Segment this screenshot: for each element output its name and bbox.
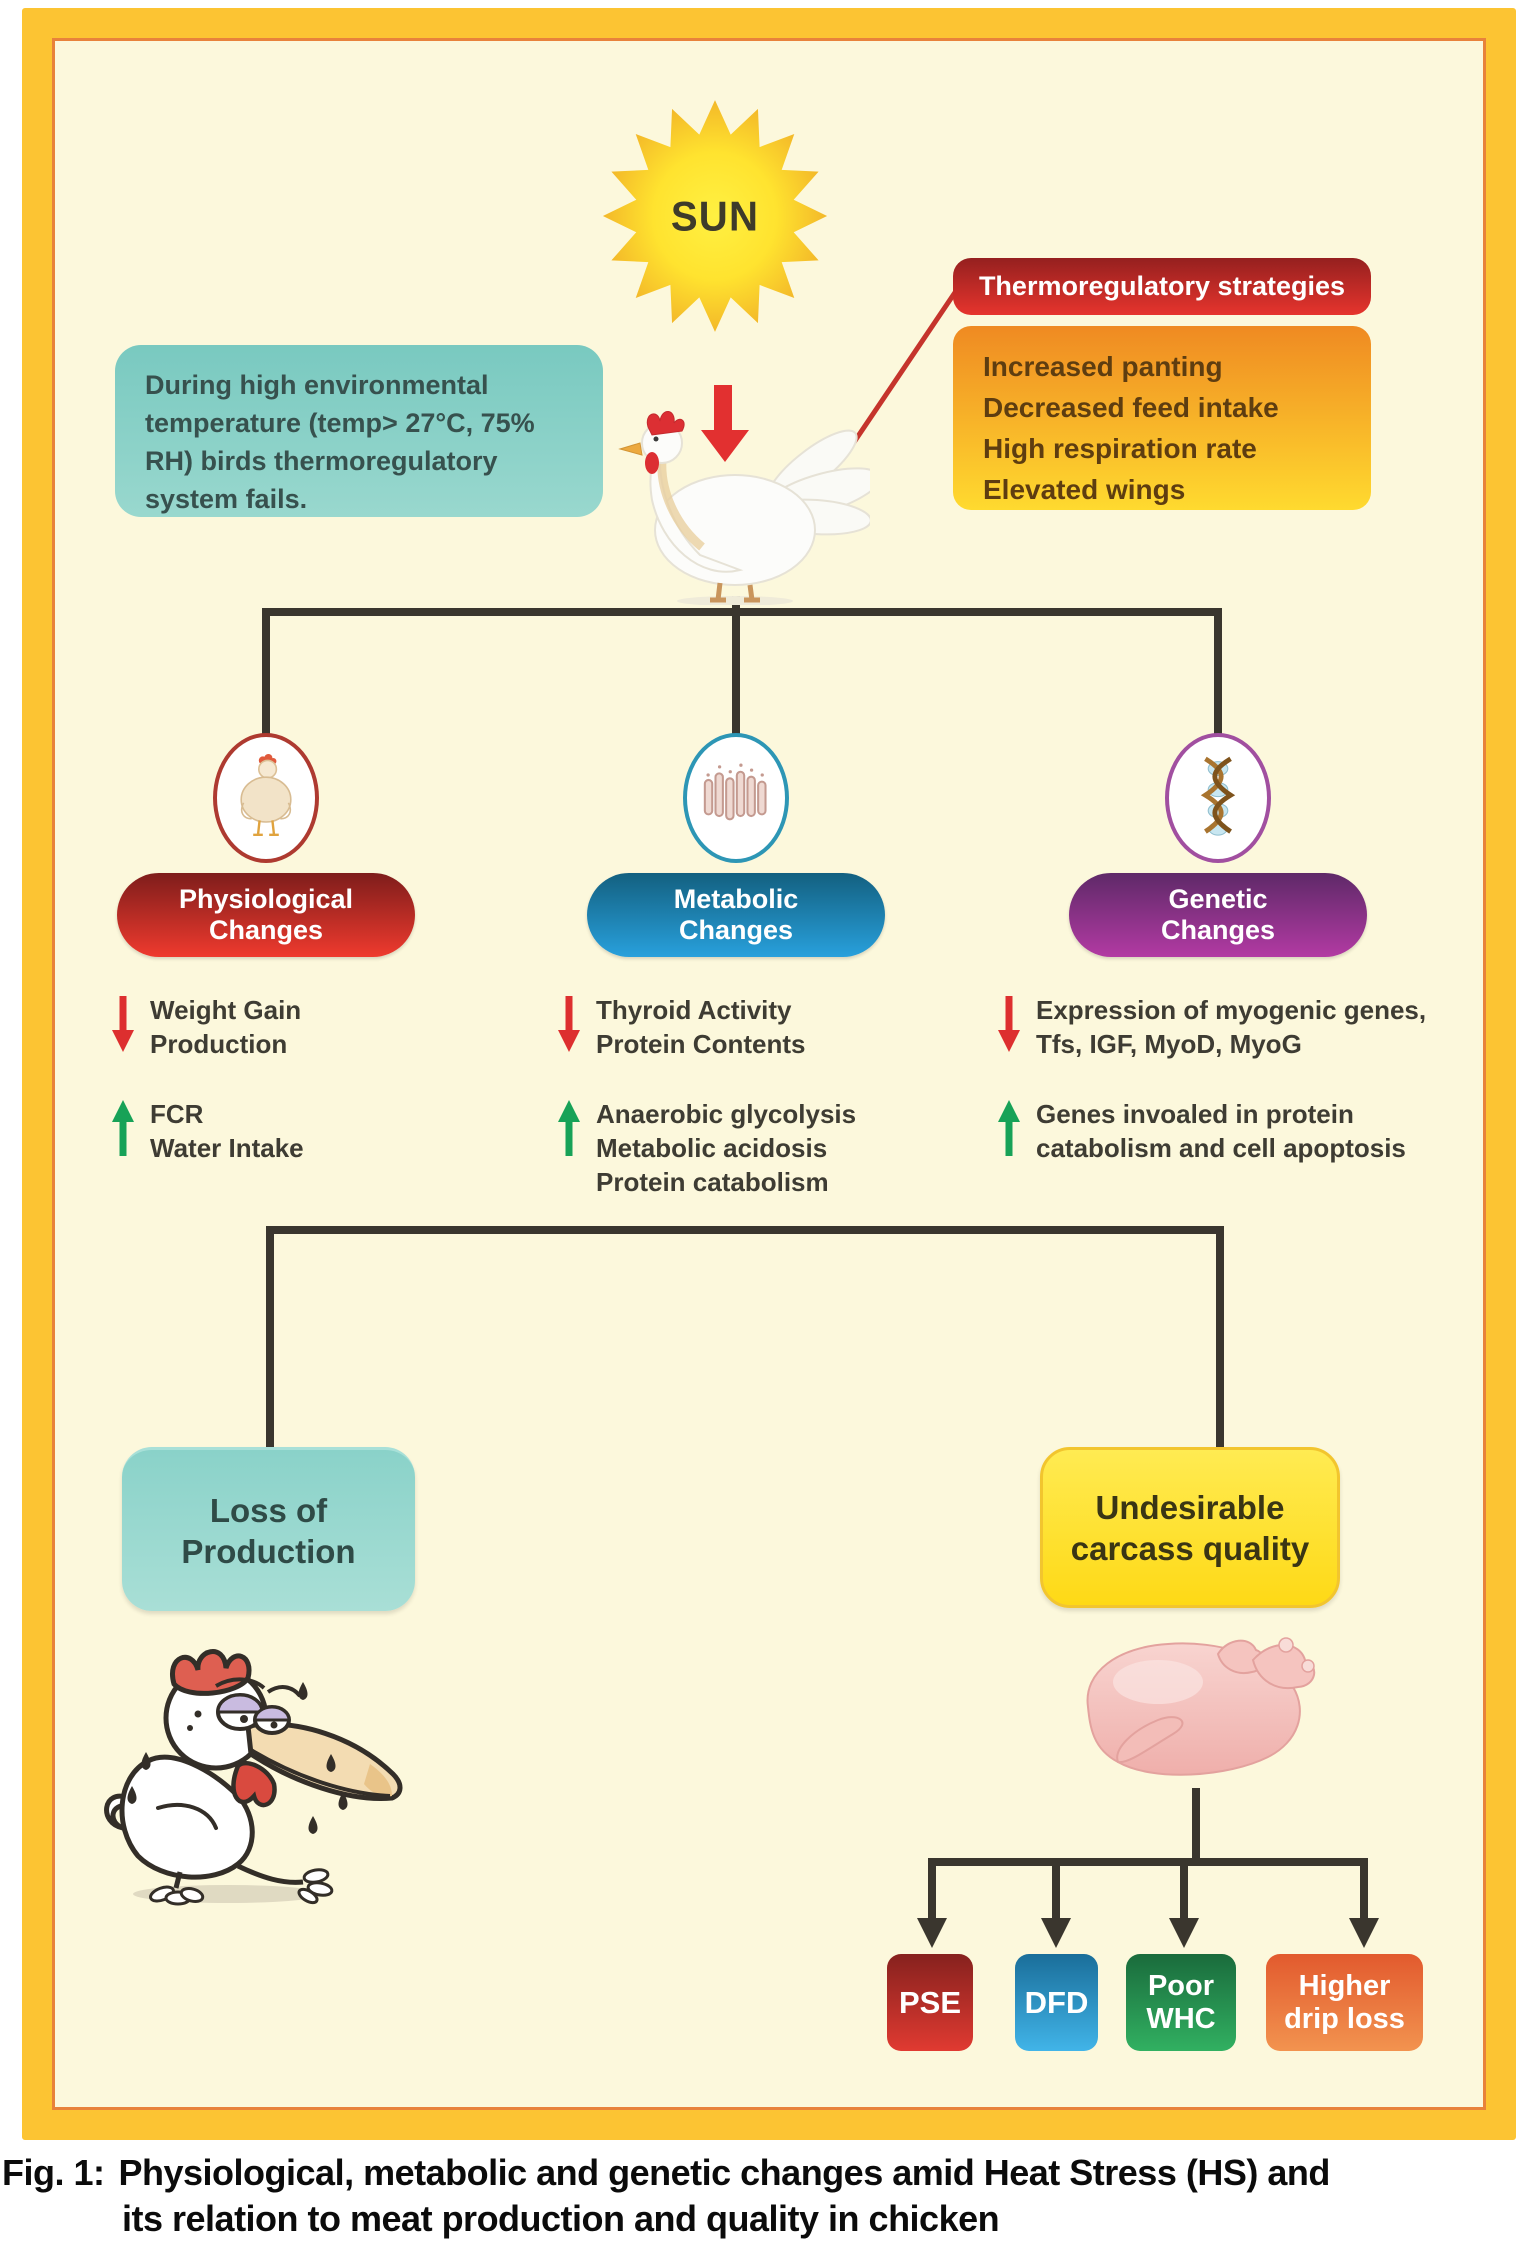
list-line: Expression of myogenic genes, [1036,995,1427,1025]
quality-label-line: drip loss [1284,2002,1405,2035]
chicken-icon [240,754,292,836]
hen-photo [618,411,870,605]
quality-label-line: WHC [1146,2002,1216,2035]
increased-items: Genes invoaled in protein catabolism and… [1036,1097,1406,1165]
list-line: Protein catabolism [596,1167,829,1197]
intro-line: system fails. [145,484,308,514]
figure-caption-prefix: Fig. 1: [2,2152,105,2193]
increased-items: FCR Water Intake [150,1097,304,1165]
genetic-list: Expression of myogenic genes, Tfs, IGF, … [998,993,1426,1201]
pill-title-line: Changes [1160,915,1276,945]
poor-whc-box: Poor WHC [1126,1954,1236,2051]
decreased-row: Thyroid Activity Protein Contents [558,993,856,1061]
decreased-items: Weight Gain Production [150,993,301,1061]
increase-arrow-icon [558,1100,580,1156]
intro-box: During high environmental temperature (t… [115,345,603,517]
genetic-changes-pill: Genetic Changes [1069,873,1367,957]
list-line: Water Intake [150,1133,304,1163]
pse-box: PSE [887,1954,973,2051]
pill-title-line: Changes [678,915,794,945]
genetic-ellipse [1165,733,1271,863]
quality-label-line: Poor [1147,1969,1215,2002]
list-line: FCR [150,1099,204,1129]
metabolic-ellipse [683,733,789,863]
list-line: Protein Contents [596,1029,806,1059]
increase-arrow-icon [998,1100,1020,1156]
pill-title-line: Physiological [178,884,354,914]
decreased-row: Expression of myogenic genes, Tfs, IGF, … [998,993,1426,1061]
thermo-item: Elevated wings [983,474,1186,505]
list-line: Anaerobic glycolysis [596,1099,857,1129]
intro-line: RH) birds thermoregulatory [145,446,498,476]
dna-icon [1200,756,1236,836]
quality-label: DFD [1024,1984,1089,2020]
decrease-arrow-icon [558,996,580,1052]
list-line: Tfs, IGF, MyoD, MyoG [1036,1029,1302,1059]
thermo-strategies-header: Thermoregulatory strategies [953,258,1371,315]
sun-icon: SUN [602,100,828,332]
thermo-item: Increased panting [983,351,1223,382]
increase-arrow-icon [112,1100,134,1156]
decreased-items: Thyroid Activity Protein Contents [596,993,805,1061]
loss-of-production-box: Loss of Production [122,1447,415,1611]
figure-caption-text: its relation to meat production and qual… [122,2198,1000,2239]
list-line: Genes invoaled in protein [1036,1099,1354,1129]
sun-label: SUN [671,193,759,240]
physiological-list: Weight Gain Production FCR Water Intake [112,993,304,1201]
increased-items: Anaerobic glycolysis Metabolic acidosis … [596,1097,856,1199]
intestine-icon [703,763,767,821]
outcome-line: Production [181,1532,356,1570]
decrease-arrow-icon [998,996,1020,1052]
quality-label-line: Higher [1298,1969,1391,2002]
higher-drip-loss-box: Higher drip loss [1266,1954,1423,2051]
decrease-arrow-icon [112,996,134,1052]
increased-row: Anaerobic glycolysis Metabolic acidosis … [558,1097,856,1199]
metabolic-changes-pill: Metabolic Changes [587,873,885,957]
pill-title-line: Metabolic [673,884,799,914]
list-line: catabolism and cell apoptosis [1036,1133,1406,1163]
outcome-line: Undesirable [1095,1488,1285,1526]
physiological-ellipse [213,733,319,863]
decreased-items: Expression of myogenic genes, Tfs, IGF, … [1036,993,1426,1061]
quality-label: PSE [898,1984,962,2020]
pill-title-line: Genetic [1168,884,1268,914]
outcome-line: Loss of [209,1491,328,1529]
outcome-line: carcass quality [1070,1529,1310,1567]
list-line: Weight Gain [150,995,302,1025]
list-line: Thyroid Activity [596,995,792,1025]
dfd-box: DFD [1015,1954,1098,2051]
carcass-image [1086,1637,1316,1776]
thermo-item: High respiration rate [983,433,1257,464]
figure-caption-text: Physiological, metabolic and genetic cha… [118,2152,1331,2193]
figure-caption-line2: its relation to meat production and qual… [122,2198,1000,2240]
pill-title-line: Changes [208,915,324,945]
list-line: Metabolic acidosis [596,1133,828,1163]
increased-row: Genes invoaled in protein catabolism and… [998,1097,1426,1165]
list-line: Production [150,1029,288,1059]
decreased-row: Weight Gain Production [112,993,304,1061]
physiological-changes-pill: Physiological Changes [117,873,415,957]
exhausted-chicken-cartoon [104,1649,403,1906]
intro-line: temperature (temp> 27°C, 75% [145,408,535,438]
undesirable-carcass-box: Undesirable carcass quality [1040,1447,1340,1608]
thermo-strategies-box: Increased panting Decreased feed intake … [953,326,1371,510]
metabolic-list: Thyroid Activity Protein Contents Anaero… [558,993,856,1235]
thermo-item: Decreased feed intake [983,392,1279,423]
intro-line: During high environmental [145,370,489,400]
figure-caption-line1: Fig. 1: Physiological, metabolic and gene… [2,2152,1330,2194]
increased-row: FCR Water Intake [112,1097,304,1165]
thermo-header-label: Thermoregulatory strategies [978,271,1346,301]
